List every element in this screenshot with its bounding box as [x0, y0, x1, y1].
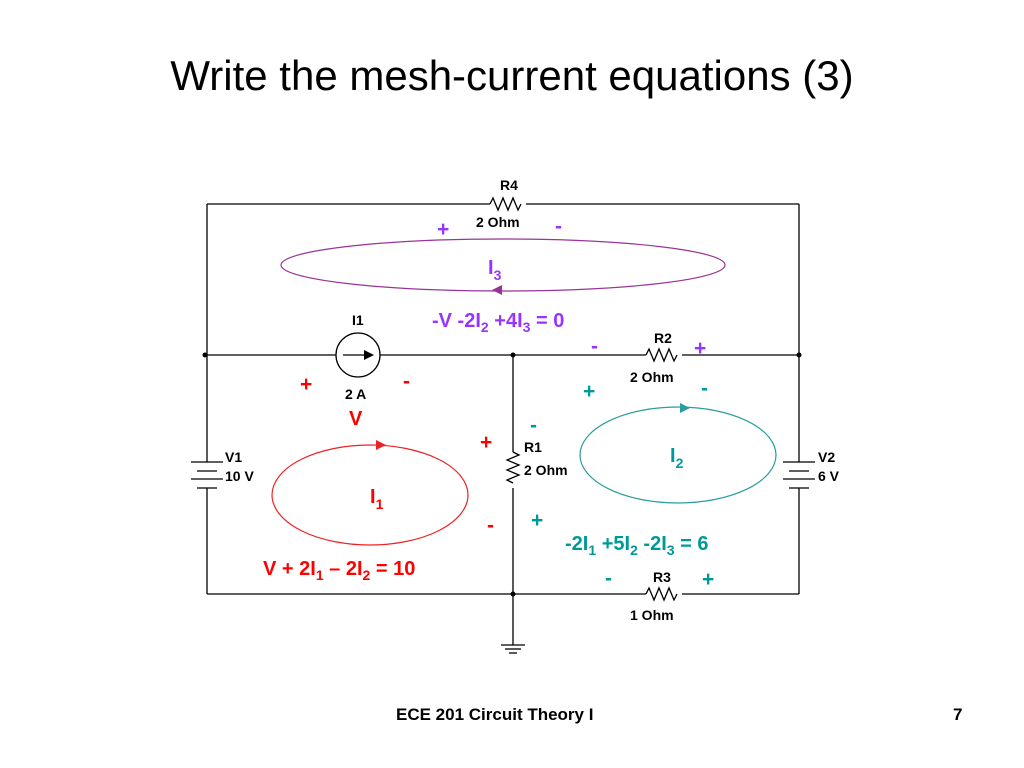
r2-value: 2 Ohm: [630, 369, 674, 385]
r2-name: R2: [654, 330, 672, 346]
mesh2-r1-plus: +: [531, 509, 543, 532]
mesh2-r3-plus: +: [702, 568, 714, 591]
footer-course: ECE 201 Circuit Theory I: [396, 705, 594, 724]
battery-v2-icon: [783, 461, 815, 489]
mesh2-r1-minus: -: [530, 414, 537, 437]
ground-icon: [501, 644, 525, 654]
mesh1-source-voltage: V: [349, 408, 363, 430]
slide-title: Write the mesh-current equations (3): [170, 52, 854, 99]
r4-zigzag: [489, 196, 522, 212]
r3-value: 1 Ohm: [630, 607, 674, 623]
mesh2-arrow-icon: [680, 403, 690, 413]
r2-zigzag: [645, 347, 678, 363]
mesh2-r2-plus: +: [583, 380, 595, 403]
r3-name: R3: [653, 569, 671, 585]
mesh1-equation: V + 2I1 – 2I2 = 10: [263, 558, 415, 583]
circuit-wires: [206, 196, 800, 645]
v1-value: 10 V: [225, 468, 254, 484]
mesh3-r4-minus: -: [555, 215, 562, 238]
mesh2-loop: [579, 403, 777, 504]
mesh1-r1-minus: -: [487, 514, 494, 537]
mesh1-arrow-icon: [376, 440, 386, 450]
mesh3-loop: [280, 238, 726, 295]
i1-value: 2 A: [345, 386, 366, 402]
mesh2-r2-minus: -: [701, 377, 708, 400]
mesh2-r3-minus: -: [605, 567, 612, 590]
r1-value: 2 Ohm: [524, 462, 568, 478]
footer-page-number: 7: [953, 705, 963, 724]
current-source-i1: [335, 332, 381, 378]
mesh2-label: I2: [670, 445, 684, 471]
r4-name: R4: [500, 177, 518, 193]
r4-value: 2 Ohm: [476, 214, 520, 230]
v2-name: V2: [818, 449, 835, 465]
mesh3-r2-minus: -: [591, 335, 598, 358]
mesh1-i1-plus: +: [300, 373, 312, 396]
r1-zigzag: [505, 451, 521, 484]
r1-name: R1: [524, 439, 542, 455]
mesh1-r1-plus: +: [480, 431, 492, 454]
i1-name: I1: [352, 312, 364, 328]
mesh3-arrow-icon: [492, 285, 502, 295]
mesh1-label: I1: [370, 486, 384, 512]
junction-dots: [202, 352, 802, 597]
v2-value: 6 V: [818, 468, 840, 484]
battery-v1-icon: [191, 461, 223, 489]
mesh1-loop: [271, 440, 469, 546]
mesh3-label: I3: [488, 257, 502, 283]
mesh3-r2-plus: +: [694, 337, 706, 360]
v1-name: V1: [225, 449, 242, 465]
mesh3-equation: -V -2I2 +4I3 = 0: [432, 310, 564, 335]
r3-zigzag: [645, 586, 678, 602]
mesh3-r4-plus: +: [437, 218, 449, 241]
mesh1-i1-minus: -: [403, 370, 410, 393]
mesh2-equation: -2I1 +5I2 -2I3 = 6: [565, 533, 708, 558]
